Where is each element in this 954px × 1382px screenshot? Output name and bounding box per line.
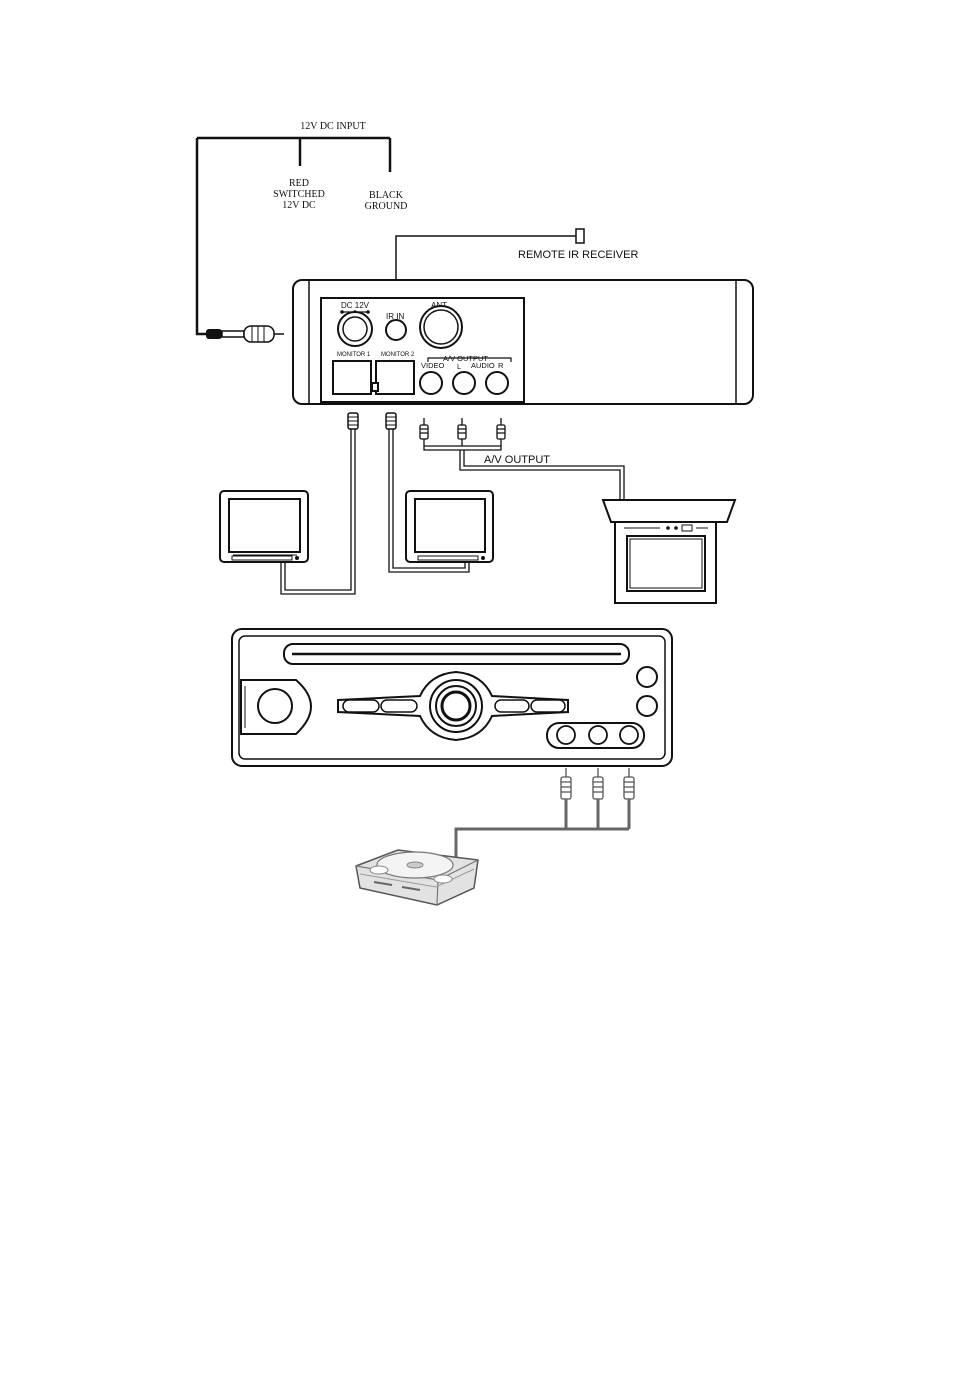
front-aux-jack-2 bbox=[588, 725, 608, 745]
antenna-jack bbox=[419, 305, 463, 349]
monitor-1-port-label: MONITOR 1 bbox=[337, 352, 371, 358]
power-input-section: 12V DC INPUT RED SWITCHED 12V DC BLACK G… bbox=[195, 121, 408, 336]
red-wire-label-2: SWITCHED bbox=[273, 189, 325, 200]
volume-knob bbox=[257, 688, 293, 724]
video-label: VIDEO bbox=[421, 361, 445, 370]
remote-ir-label: REMOTE IR RECEIVER bbox=[518, 249, 638, 261]
front-rca-plugs bbox=[560, 768, 635, 800]
monitor-cable-plugs bbox=[347, 412, 397, 430]
front-aux-jack-1 bbox=[556, 725, 576, 745]
ir-in-label: IR IN bbox=[386, 312, 404, 321]
right-button-top bbox=[636, 666, 658, 688]
main-unit: DC 12V IR IN ANT. MONITOR 1 MONITOR 2 A/… bbox=[292, 279, 754, 405]
game-console-cable bbox=[454, 799, 631, 858]
monitor-1-port bbox=[332, 360, 372, 395]
right-button-bottom bbox=[636, 695, 658, 717]
audio-l-jack bbox=[452, 371, 476, 395]
av-output-port-label: A/V OUTPUT bbox=[443, 354, 488, 363]
video-jack bbox=[419, 371, 443, 395]
av-rca-plugs bbox=[419, 418, 506, 440]
monitor-1-cable bbox=[280, 429, 356, 595]
monitor-2 bbox=[405, 490, 494, 563]
audio-r-jack bbox=[485, 371, 509, 395]
av-output-cable bbox=[423, 439, 625, 500]
monitor-2-port-label: MONITOR 2 bbox=[381, 352, 415, 358]
power-plug bbox=[206, 325, 284, 343]
ir-in-jack bbox=[385, 319, 407, 341]
dc-12v-label: DC 12V bbox=[341, 301, 370, 310]
monitor-2-cable bbox=[388, 429, 470, 573]
game-console bbox=[355, 849, 479, 906]
center-dial bbox=[440, 690, 472, 722]
head-unit bbox=[231, 628, 673, 767]
l-label: L bbox=[457, 362, 461, 371]
black-wire-label-1: BLACK bbox=[369, 190, 404, 201]
monitor-1 bbox=[219, 490, 309, 563]
av-cable-label: A/V OUTPUT bbox=[484, 454, 550, 466]
overhead-monitor bbox=[601, 499, 737, 604]
audio-label: AUDIO bbox=[471, 361, 495, 370]
power-input-title: 12V DC INPUT bbox=[300, 121, 365, 132]
black-wire-label-2: GROUND bbox=[365, 201, 408, 212]
r-label: R bbox=[498, 361, 504, 370]
monitor-2-port bbox=[375, 360, 415, 395]
red-wire-label-1: RED bbox=[289, 178, 309, 189]
red-wire-label-3: 12V DC bbox=[282, 200, 316, 211]
front-aux-jack-3 bbox=[619, 725, 639, 745]
